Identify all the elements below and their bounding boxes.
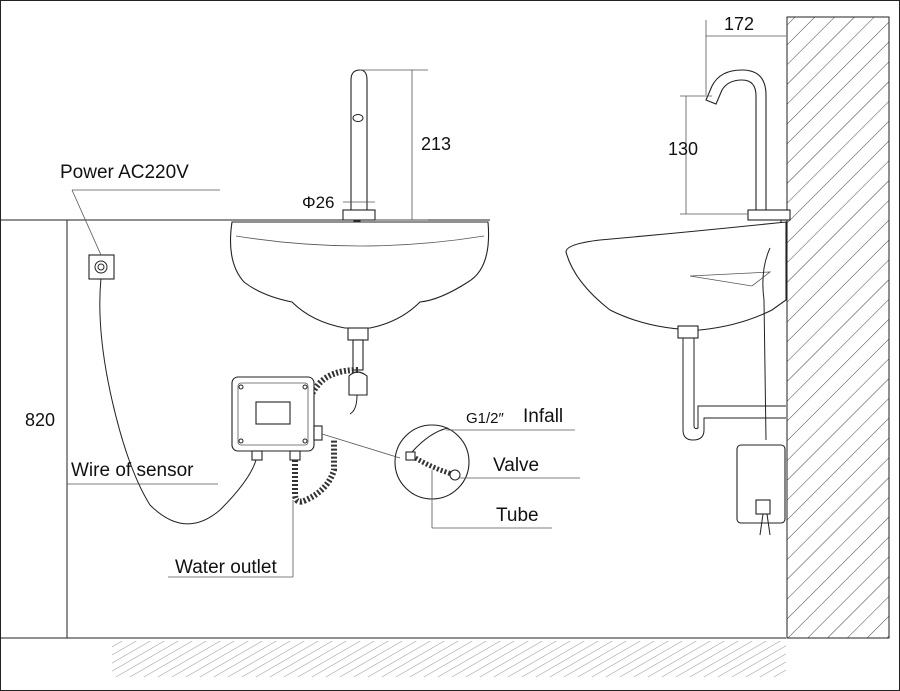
water-outlet-hose [292,440,337,505]
basin-front [229,221,490,329]
drain-trap-side [677,325,786,441]
control-box-side [736,444,786,536]
spout-clearance-dim: 130 [668,139,698,159]
floor-hatch [112,641,786,677]
thread-label: G1/2″ [466,410,505,427]
water-outlet-label: Water outlet [175,557,277,578]
spout-reach-dim: 172 [724,14,754,34]
sensor-wire [99,277,257,525]
valve-label: Valve [493,455,539,476]
faucet-diameter-dim: Φ26 [302,193,334,212]
basin-side [565,221,787,331]
wall [786,16,890,639]
power-label: Power AC220V [60,162,189,183]
power-socket [88,254,115,280]
drain-front [347,327,369,415]
tube-label: Tube [496,505,539,526]
wire-sensor-label: Wire of sensor [71,460,194,481]
faucet-hose [301,367,359,431]
control-box-front [231,376,323,461]
mount-height-dim: 820 [25,410,55,430]
faucet-height-dim: 213 [421,134,451,154]
infall-label: Infall [523,406,563,427]
